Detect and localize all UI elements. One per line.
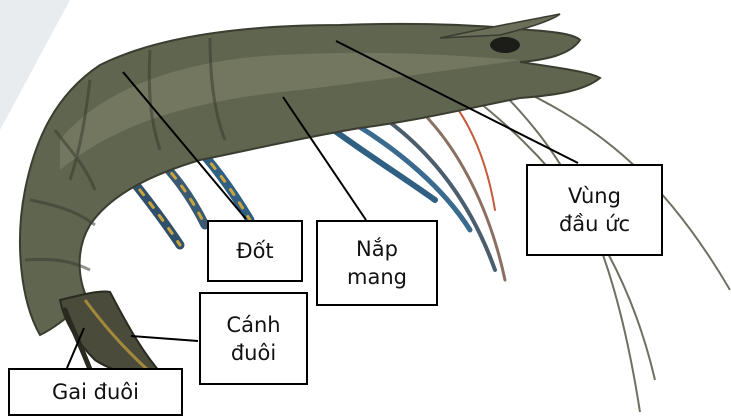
label-nap-mang: Nắp mang [316,220,438,306]
eye [490,37,520,53]
leader-canh-duoi [131,336,198,341]
label-dot: Đốt [207,220,303,282]
label-vung-dau-uc: Vùng đầu ức [526,164,663,256]
label-canh-duoi: Cánh đuôi [199,292,308,385]
label-gai-duoi: Gai đuôi [8,368,183,416]
